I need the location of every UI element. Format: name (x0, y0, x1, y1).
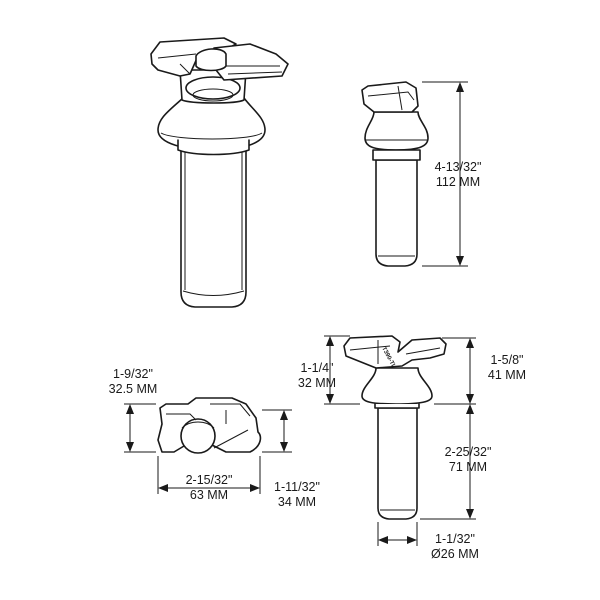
isometric-view (150, 37, 289, 308)
dim-shank-length: 2-25/32" 71 MM (430, 445, 506, 475)
dim-top-depth: 1-11/32" 34 MM (262, 480, 332, 510)
dim-collar-height: 1-5/8" 41 MM (478, 353, 536, 383)
dim-head-height-imperial: 1-1/4" (300, 361, 334, 375)
dim-shank-length-imperial: 2-25/32" (444, 445, 492, 459)
dim-top-length-imperial: 2-15/32" (185, 473, 233, 487)
dim-top-width-metric: 32.5 MM (108, 382, 158, 396)
dim-shank-length-metric: 71 MM (448, 460, 488, 474)
dim-shank-diameter-metric: Ø26 MM (431, 547, 479, 561)
dim-top-length-metric: 63 MM (189, 488, 229, 502)
top-view (124, 397, 292, 494)
dim-overall-height-metric: 112 MM (435, 175, 481, 189)
dim-top-width: 1-9/32" 32.5 MM (98, 367, 168, 397)
dim-overall-height: 4-13/32" 112 MM (422, 160, 494, 190)
dim-head-height-metric: 32 MM (297, 376, 337, 390)
dim-top-length: 2-15/32" 63 MM (174, 473, 244, 503)
dim-head-height: 1-1/4" 32 MM (288, 361, 346, 391)
dim-shank-diameter-imperial: 1-1/32" (435, 532, 475, 546)
dim-overall-height-imperial: 4-13/32" (434, 160, 482, 174)
dim-collar-height-imperial: 1-5/8" (490, 353, 524, 367)
side-view (361, 81, 468, 267)
dim-collar-height-metric: 41 MM (487, 368, 527, 382)
dim-top-width-imperial: 1-9/32" (113, 367, 153, 381)
dim-top-depth-metric: 34 MM (277, 495, 317, 509)
front-view: T390-TL (324, 335, 476, 546)
dim-shank-diameter: 1-1/32" Ø26 MM (420, 532, 490, 562)
dim-top-depth-imperial: 1-11/32" (274, 480, 320, 494)
